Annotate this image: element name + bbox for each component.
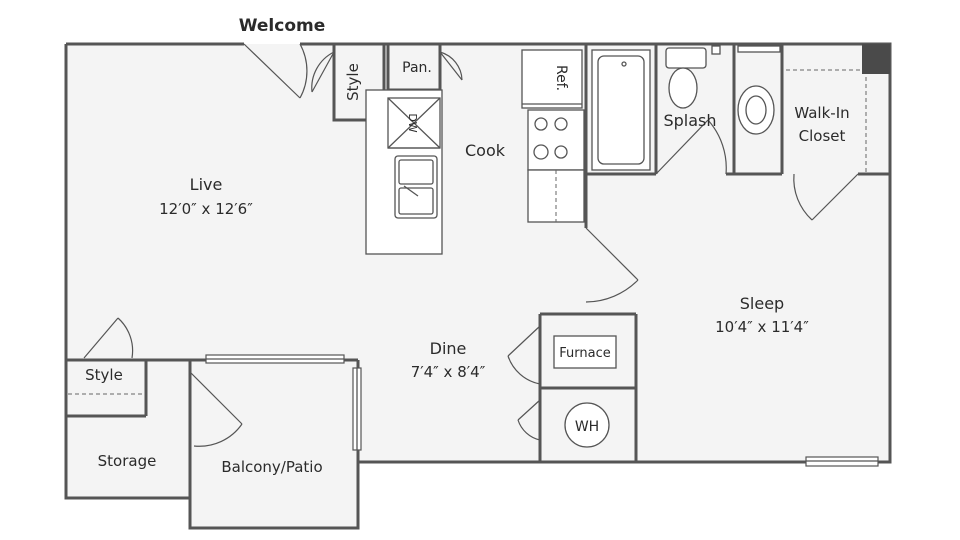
walkin-label-line1: Walk-In — [794, 104, 849, 122]
entry-door[interactable] — [243, 43, 308, 99]
kitchen-counter — [365, 89, 443, 255]
refrigerator — [521, 49, 583, 109]
floor-area — [66, 44, 890, 528]
storage-label: Storage — [98, 452, 157, 470]
storage-door — [189, 371, 243, 447]
refrigerator-label: Ref. — [553, 65, 569, 91]
live-label: Live — [190, 175, 223, 194]
dine-size: 7′4″ x 8′4″ — [411, 363, 486, 381]
windows — [205, 354, 879, 467]
labels: Welcome Live 12′0″ x 12′6″ Dine 7′4″ x 8… — [85, 16, 849, 476]
sleep-size: 10′4″ x 11′4″ — [715, 318, 809, 336]
walkin-closet — [780, 44, 890, 221]
cook-label: Cook — [465, 141, 506, 160]
style-top-label: Style — [344, 63, 362, 101]
style-closet-top — [311, 44, 386, 122]
bathroom — [584, 44, 782, 176]
style-closet-left — [66, 317, 148, 418]
sleep-label: Sleep — [740, 294, 784, 313]
pantry-label: Pan. — [402, 60, 432, 76]
water-heater-closet — [517, 399, 610, 448]
structural-column — [862, 44, 890, 74]
splash-label: Splash — [663, 111, 716, 130]
balcony-label: Balcony/Patio — [221, 458, 322, 476]
live-size: 12′0″ x 12′6″ — [159, 200, 253, 218]
entry-label: Welcome — [239, 16, 326, 36]
style-left-label: Style — [85, 366, 123, 384]
furnace-closet — [507, 312, 636, 462]
range-stove — [527, 109, 585, 223]
water-heater-label: WH — [575, 419, 599, 435]
dine-label: Dine — [430, 339, 467, 358]
walkin-label-line2: Closet — [799, 127, 846, 145]
furnace-label: Furnace — [559, 346, 610, 361]
dishwasher-label: DW — [406, 113, 419, 132]
